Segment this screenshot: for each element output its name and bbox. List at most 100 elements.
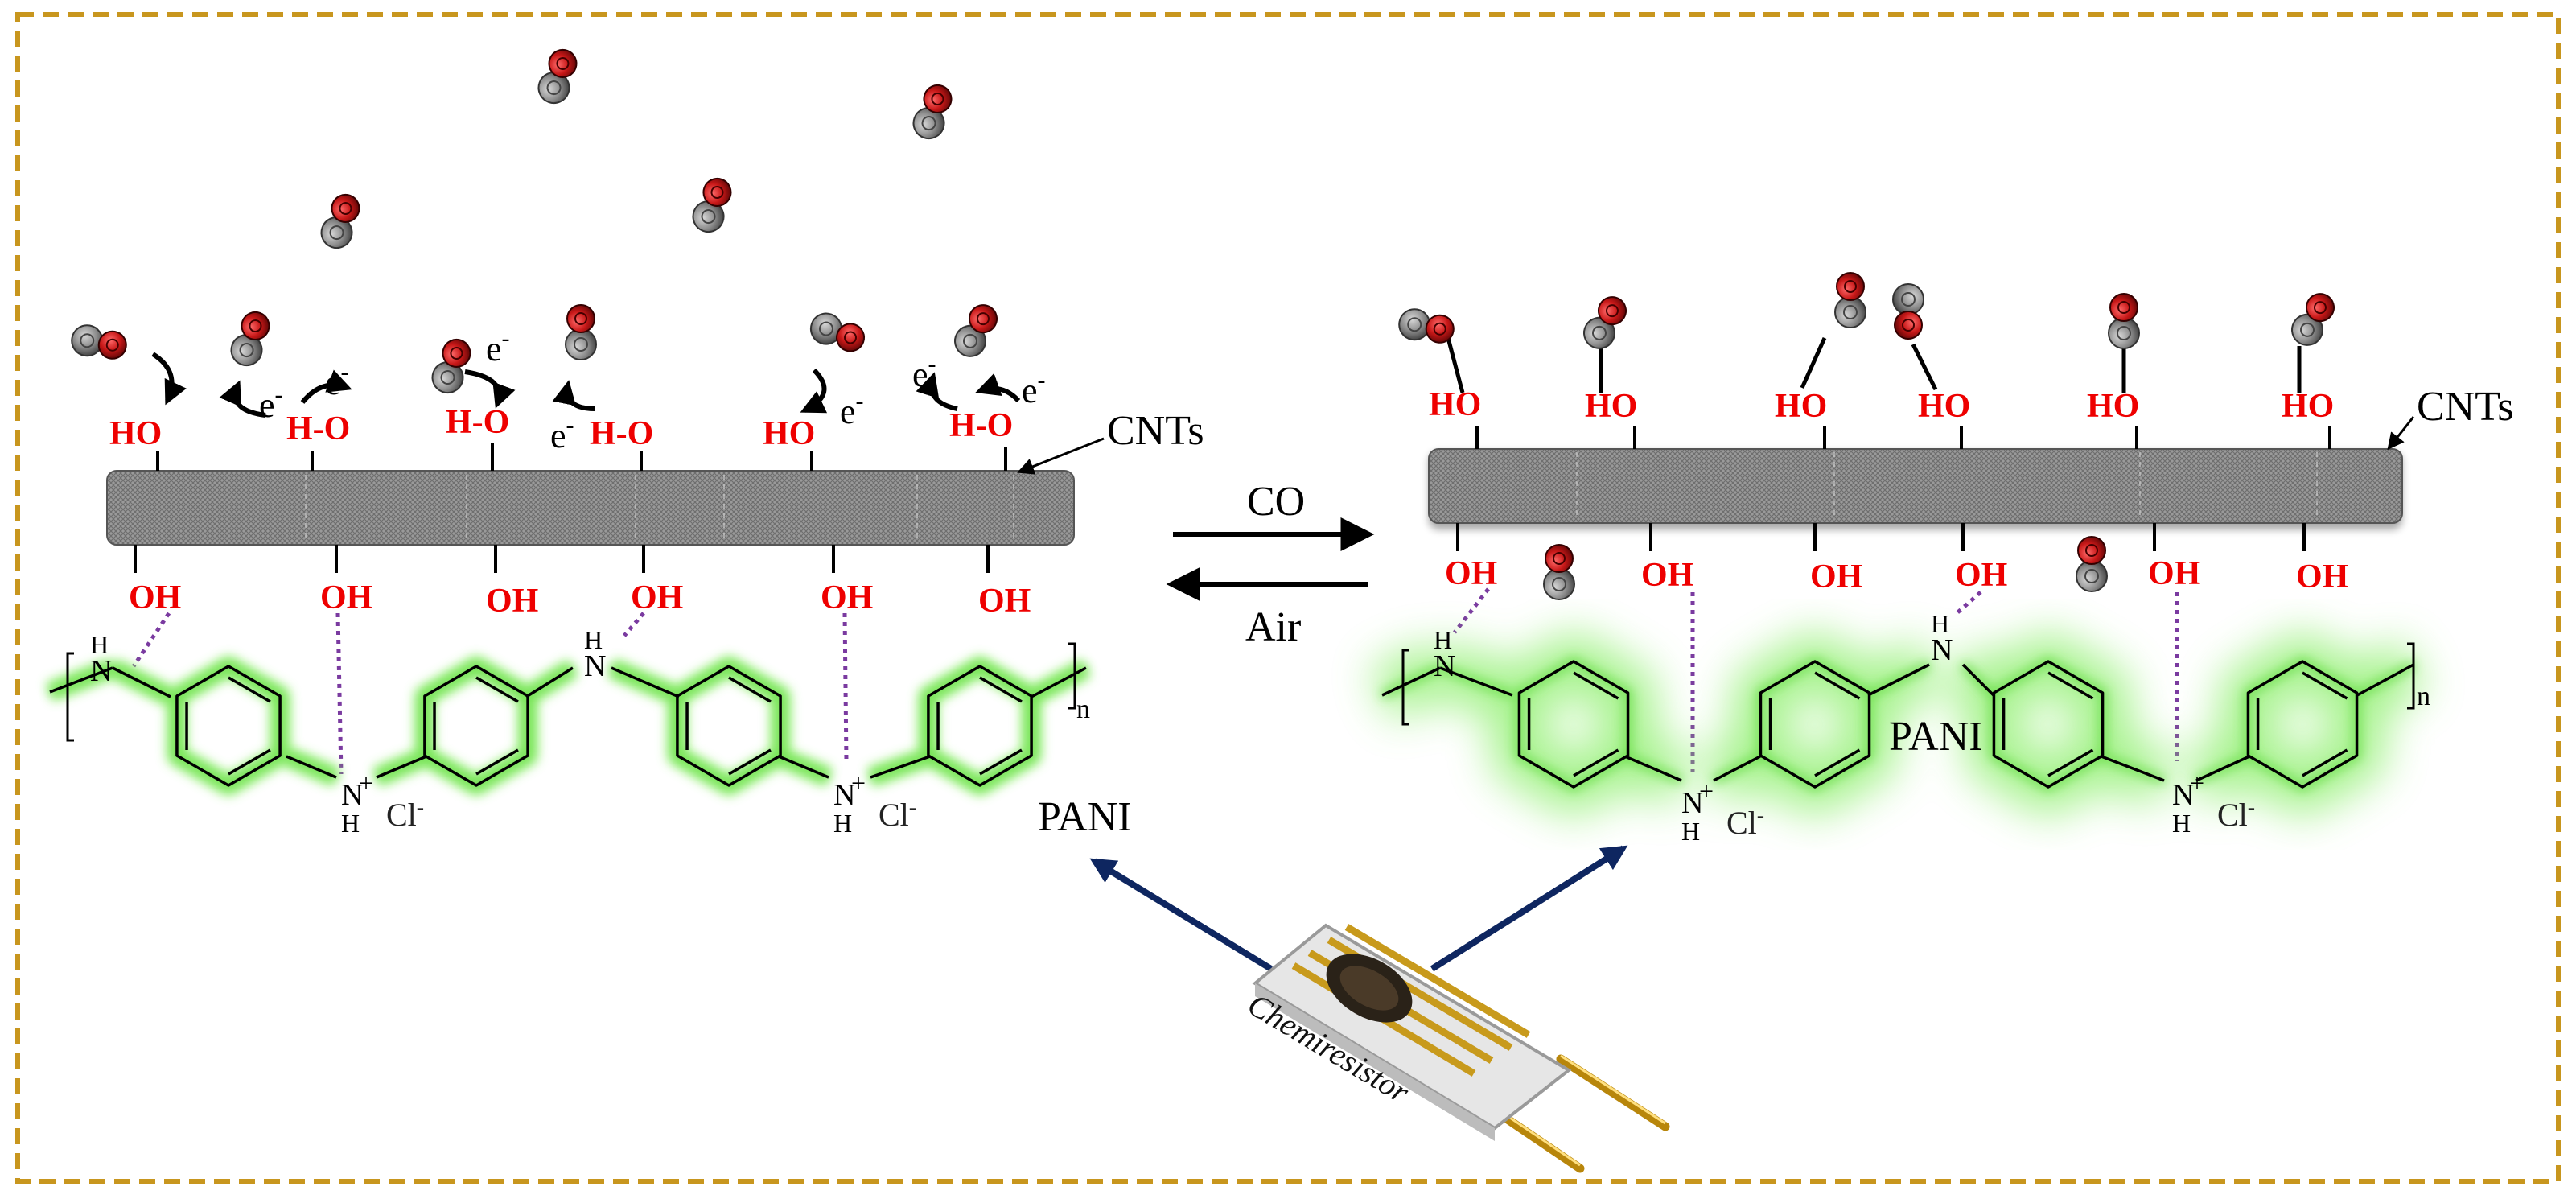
co-molecule: [692, 177, 732, 233]
cnts-label-left: CNTs: [1107, 408, 1204, 454]
electron-transfer-arrow: [975, 373, 1021, 403]
hydrogen-bond: [623, 612, 645, 637]
hydrogen-bond: [131, 612, 171, 668]
co-molecule: [1583, 296, 1627, 349]
hydrogen-atom: H: [341, 809, 360, 838]
electron-label: e-: [325, 359, 349, 402]
co-molecule: [1398, 308, 1455, 344]
oh-label: OH: [1810, 558, 1862, 595]
co-molecule: [71, 324, 127, 360]
hydrogen-bond: [1953, 591, 1982, 616]
electron-transfer-arrow: [151, 352, 187, 406]
co-molecule: [1834, 272, 1866, 328]
co-molecule: [912, 84, 953, 140]
co-molecule: [1543, 544, 1575, 600]
chloride-ion: Cl-: [1726, 803, 1764, 841]
co-molecule: [2076, 536, 2108, 592]
left-panel: CNTs HO H-O H-O H-O HO H-O e- e- e- e- e…: [46, 48, 1204, 840]
oh-label: OH: [821, 579, 873, 616]
right-panel: CNTs HO HO HO HO HO HO: [1370, 272, 2514, 846]
nitrogen-atom: N: [1931, 633, 1953, 667]
electron-transfer-arrow: [219, 380, 266, 418]
co-molecule: [537, 48, 578, 105]
electron-label: e-: [259, 381, 283, 425]
co-molecule: [320, 193, 360, 249]
reversible-reaction: CO Air: [1166, 479, 1375, 650]
positive-charge: +: [851, 768, 866, 797]
oh-label: OH: [978, 583, 1031, 620]
electron-transfer-arrow: [800, 368, 828, 414]
hydrogen-bond: [842, 612, 849, 762]
positive-charge: +: [2190, 768, 2204, 797]
ho-label: HO: [763, 415, 815, 452]
pani-label-right: PANI: [1889, 714, 1983, 760]
pani-label-left: PANI: [1038, 794, 1132, 840]
co-molecule: [230, 311, 270, 367]
hydrogen-atom: H: [1931, 609, 1949, 638]
h-o-label: H-O: [446, 404, 509, 441]
hydrogen-atom: H: [1434, 625, 1452, 654]
electron-transfer-arrow: [552, 380, 596, 411]
nitrogen-atom: N: [584, 649, 606, 683]
electron-label: e-: [550, 412, 574, 455]
nitrogen-atom: N: [1681, 786, 1703, 820]
co-molecules-right: [1398, 272, 2335, 600]
h-o-label: H-O: [590, 415, 653, 452]
nitrogen-atom: N: [90, 654, 112, 688]
h-o-label: H-O: [286, 410, 350, 447]
cnt-bundle-right: [1428, 448, 2403, 524]
cnt-bundle-left: [106, 470, 1075, 546]
nitrogen-atom: N: [833, 778, 855, 812]
chemiresistor-device: Chemiresistor: [1089, 845, 1670, 1173]
oh-label: OH: [2148, 555, 2200, 592]
co-molecule: [2108, 293, 2140, 349]
electron-label: e-: [486, 325, 510, 369]
positive-charge: +: [1699, 777, 1714, 805]
electron-transfer-arrow: [916, 372, 958, 411]
oh-label: OH: [129, 579, 181, 616]
positive-charge: +: [359, 768, 373, 797]
hydrogen-bond: [1453, 587, 1490, 634]
co-molecules-left: [71, 48, 998, 394]
ho-label: HO: [1918, 388, 1970, 425]
repeat-unit-n: n: [2417, 682, 2430, 711]
nitrogen-atom: N: [2172, 778, 2194, 812]
co-molecule: [809, 312, 866, 352]
co-molecule: [1892, 283, 1924, 340]
electron-transfer-arrow: [300, 369, 352, 404]
electron-label: e-: [840, 388, 864, 431]
ho-label: HO: [2282, 388, 2334, 425]
ho-label: HO: [109, 415, 162, 452]
device-arrow-right: [1430, 845, 1628, 972]
device-arrow-left: [1089, 858, 1274, 972]
hydrogen-atom: H: [2172, 809, 2191, 838]
co-molecule: [2291, 293, 2335, 346]
nitrogen-atom: N: [341, 778, 363, 812]
hydrogen-bond: [335, 612, 344, 775]
repeat-unit-n: n: [1076, 694, 1090, 724]
co-molecule: [565, 304, 597, 360]
hydrogen-atom: H: [584, 625, 603, 654]
reverse-gas-label: Air: [1245, 604, 1301, 650]
oh-label: OH: [1445, 555, 1497, 592]
oh-label: OH: [486, 583, 538, 620]
electron-transfer-arrow: [464, 369, 516, 409]
diagram-frame: [15, 12, 2561, 1184]
hydrogen-atom: H: [833, 809, 852, 838]
cnts-pointer-right: [2387, 416, 2415, 451]
co-molecule: [431, 338, 471, 394]
oh-label: OH: [1955, 557, 2007, 594]
h-o-label: H-O: [949, 407, 1013, 444]
electron-label: e-: [1022, 367, 1046, 410]
hydrogen-atom: H: [90, 630, 109, 659]
oh-label: OH: [631, 579, 683, 616]
chloride-ion: Cl-: [879, 795, 916, 833]
nitrogen-atom: N: [1434, 649, 1455, 683]
chloride-ion: Cl-: [2217, 795, 2255, 833]
ho-label: HO: [1775, 388, 1827, 425]
ho-label: HO: [2087, 388, 2139, 425]
oh-label: OH: [2296, 558, 2348, 595]
co-molecule: [954, 304, 998, 357]
